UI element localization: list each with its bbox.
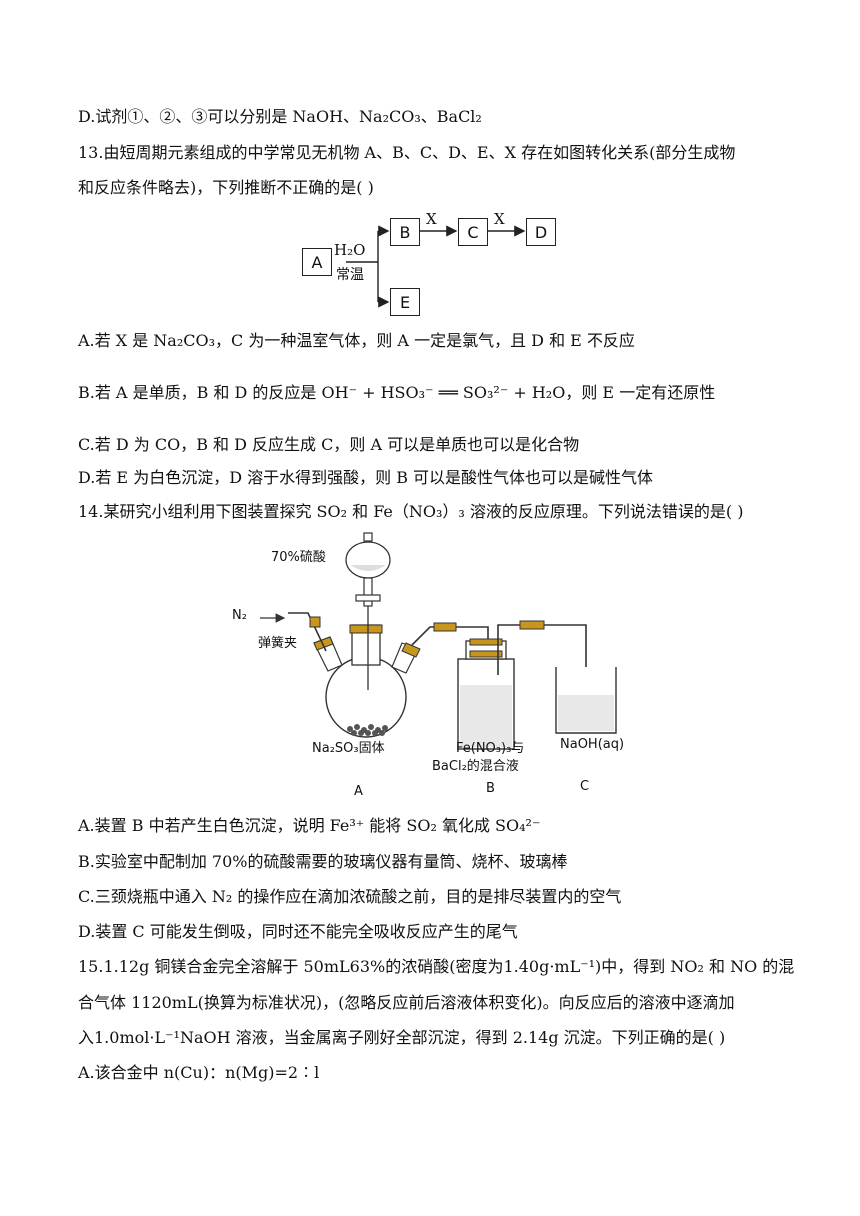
q14-option-d: D.装置 C 可能发生倒吸，同时还不能完全吸收反应产生的尾气 bbox=[78, 922, 518, 941]
label-room-temp: 常温 bbox=[336, 267, 364, 283]
label-water: H₂O bbox=[334, 241, 366, 259]
label-fe-no3-line1: Fe(NO₃)₃与 bbox=[456, 741, 525, 756]
label-apparatus-c: C bbox=[580, 779, 590, 794]
apparatus-drawing bbox=[260, 532, 617, 750]
label-apparatus-b: B bbox=[486, 781, 495, 796]
node-b: B bbox=[390, 218, 420, 246]
node-c: C bbox=[458, 218, 488, 246]
q12-option-d: D.试剂①、②、③可以分别是 NaOH、Na₂CO₃、BaCl₂ bbox=[78, 107, 482, 126]
label-na2so3-solid: Na₂SO₃固体 bbox=[312, 741, 385, 756]
q13-option-a: A.若 X 是 Na₂CO₃，C 为一种温室气体，则 A 一定是氯气，且 D 和… bbox=[78, 331, 635, 350]
q14-option-b: B.实验室中配制加 70%的硫酸需要的玻璃仪器有量筒、烧杯、玻璃棒 bbox=[78, 852, 568, 871]
label-x2: X bbox=[494, 210, 505, 228]
q13-option-d: D.若 E 为白色沉淀，D 溶于水得到强酸，则 B 可以是酸性气体也可以是碱性气… bbox=[78, 468, 654, 487]
label-apparatus-a: A bbox=[354, 784, 363, 799]
node-d: D bbox=[526, 218, 556, 246]
q14-option-c: C.三颈烧瓶中通入 N₂ 的操作应在滴加浓硫酸之前，目的是排尽装置内的空气 bbox=[78, 887, 622, 906]
node-e: E bbox=[390, 288, 420, 316]
q15-stem-line2: 合气体 1120mL(换算为标准状况)，(忽略反应前后溶液体积变化)。向反应后的… bbox=[78, 993, 735, 1012]
label-70-sulfuric: 70%硫酸 bbox=[271, 550, 326, 565]
q13-option-c: C.若 D 为 CO，B 和 D 反应生成 C，则 A 可以是单质也可以是化合物 bbox=[78, 435, 580, 454]
q14-stem: 14.某研究小组利用下图装置探究 SO₂ 和 Fe（NO₃）₃ 溶液的反应原理。… bbox=[78, 502, 744, 521]
q15-stem-line1: 15.1.12g 铜镁合金完全溶解于 50mL63%的浓硝酸(密度为1.40g·… bbox=[78, 957, 795, 976]
label-bacl2-mix: BaCl₂的混合液 bbox=[432, 759, 519, 774]
node-a: A bbox=[302, 248, 332, 276]
label-naoh-aq: NaOH(aq) bbox=[560, 737, 625, 752]
label-spring-clamp: 弹簧夹 bbox=[258, 636, 298, 651]
q13-stem-line1: 13.由短周期元素组成的中学常见无机物 A、B、C、D、E、X 存在如图转化关系… bbox=[78, 143, 736, 162]
q13-option-b: B.若 A 是单质，B 和 D 的反应是 OH⁻ + HSO₃⁻ ══ SO₃²… bbox=[78, 383, 716, 402]
diagram-arrows bbox=[346, 225, 526, 308]
label-x1: X bbox=[426, 210, 437, 228]
q13-stem-line2: 和反应条件略去)，下列推断不正确的是( ) bbox=[78, 178, 374, 197]
q15-stem-line3: 入1.0mol·L⁻¹NaOH 溶液，当金属离子刚好全部沉淀，得到 2.14g … bbox=[78, 1028, 726, 1047]
q15-option-a: A.该合金中 n(Cu)：n(Mg)=2∶l bbox=[78, 1063, 320, 1082]
q14-option-a: A.装置 B 中若产生白色沉淀，说明 Fe³⁺ 能将 SO₂ 氧化成 SO₄²⁻ bbox=[78, 816, 541, 835]
label-n2: N₂ bbox=[232, 608, 247, 623]
